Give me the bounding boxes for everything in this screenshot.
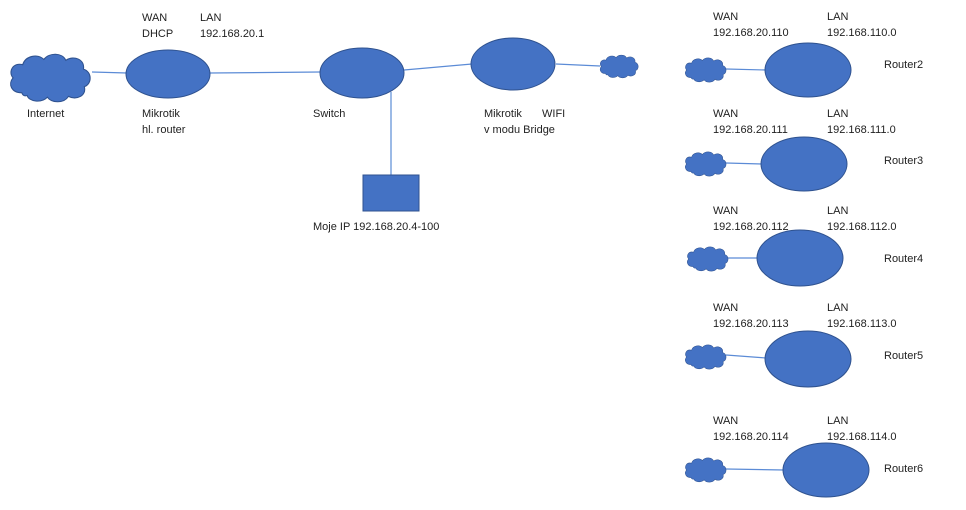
router4-lan-label: LAN	[827, 205, 849, 217]
router2-node	[764, 42, 852, 98]
router2-lan-ip: 192.168.110.0	[827, 27, 897, 39]
router6-cloud-icon	[685, 457, 727, 483]
router3-node	[760, 136, 848, 192]
router4-group	[687, 229, 844, 287]
main-router-lan-value: 192.168.20.1	[200, 28, 265, 40]
router5-lan-label: LAN	[827, 302, 849, 314]
router4-name: Router4	[884, 253, 924, 265]
main-router-wan-value: DHCP	[142, 28, 174, 40]
wifi-wifi-label: WIFI	[542, 108, 566, 120]
router6-wan-ip: 192.168.20.114	[713, 431, 789, 443]
link-switch-wifi	[403, 63, 473, 71]
switch-node	[319, 47, 405, 99]
router3-link	[725, 162, 763, 165]
router6-lan-label: LAN	[827, 415, 849, 427]
router2-group	[685, 42, 852, 98]
link-router-switch	[209, 71, 321, 74]
my-pc-node	[362, 174, 420, 212]
router4-node	[756, 229, 844, 287]
main-router-lan-label: LAN	[200, 12, 222, 24]
router5-wan-label: WAN	[713, 302, 739, 314]
main-router-wan-label: WAN	[142, 12, 168, 24]
router5-group	[685, 330, 852, 388]
wifi-cloud-icon	[599, 54, 639, 79]
router5-lan-ip: 192.168.113.0	[827, 318, 897, 330]
router3-lan-label: LAN	[827, 108, 849, 120]
router5-name: Router5	[884, 350, 924, 362]
router3-cloud-icon	[685, 151, 727, 177]
main-router-name-line1: Mikrotik	[142, 108, 180, 120]
wifi-bridge-node	[470, 37, 556, 91]
router3-wan-ip: 192.168.20.111	[713, 124, 788, 136]
router2-wan-label: WAN	[713, 11, 739, 23]
wifi-name-line2: v modu Bridge	[484, 124, 555, 136]
router6-group	[685, 442, 870, 498]
internet-label: Internet	[27, 108, 65, 120]
router2-lan-label: LAN	[827, 11, 849, 23]
router6-link	[725, 468, 785, 471]
router5-cloud-icon	[685, 344, 727, 370]
switch-label: Switch	[313, 108, 346, 120]
router6-wan-label: WAN	[713, 415, 739, 427]
my-pc-label: Moje IP 192.168.20.4-100	[313, 221, 440, 233]
link-internet-router	[91, 71, 128, 74]
router5-node	[764, 330, 852, 388]
wifi-name-line1: Mikrotik	[484, 108, 522, 120]
router2-link	[725, 68, 767, 71]
router3-name: Router3	[884, 155, 924, 167]
link-wifi-cloud	[555, 63, 601, 67]
router5-wan-ip: 192.168.20.113	[713, 318, 789, 330]
main-router-node	[125, 49, 211, 99]
router4-wan-ip: 192.168.20.112	[713, 221, 789, 233]
router4-wan-label: WAN	[713, 205, 739, 217]
router3-wan-label: WAN	[713, 108, 739, 120]
main-router-name-line2: hl. router	[142, 124, 186, 136]
router2-wan-ip: 192.168.20.110	[713, 27, 789, 39]
router6-name: Router6	[884, 463, 924, 475]
router2-name: Router2	[884, 59, 924, 71]
router5-link	[725, 354, 767, 359]
router2-cloud-icon	[685, 57, 727, 83]
router3-group	[685, 136, 848, 192]
router6-lan-ip: 192.168.114.0	[827, 431, 897, 443]
router3-lan-ip: 192.168.111.0	[827, 124, 896, 136]
router6-node	[782, 442, 870, 498]
router4-lan-ip: 192.168.112.0	[827, 221, 897, 233]
internet-cloud-icon	[10, 53, 91, 103]
router4-cloud-icon	[687, 246, 729, 272]
